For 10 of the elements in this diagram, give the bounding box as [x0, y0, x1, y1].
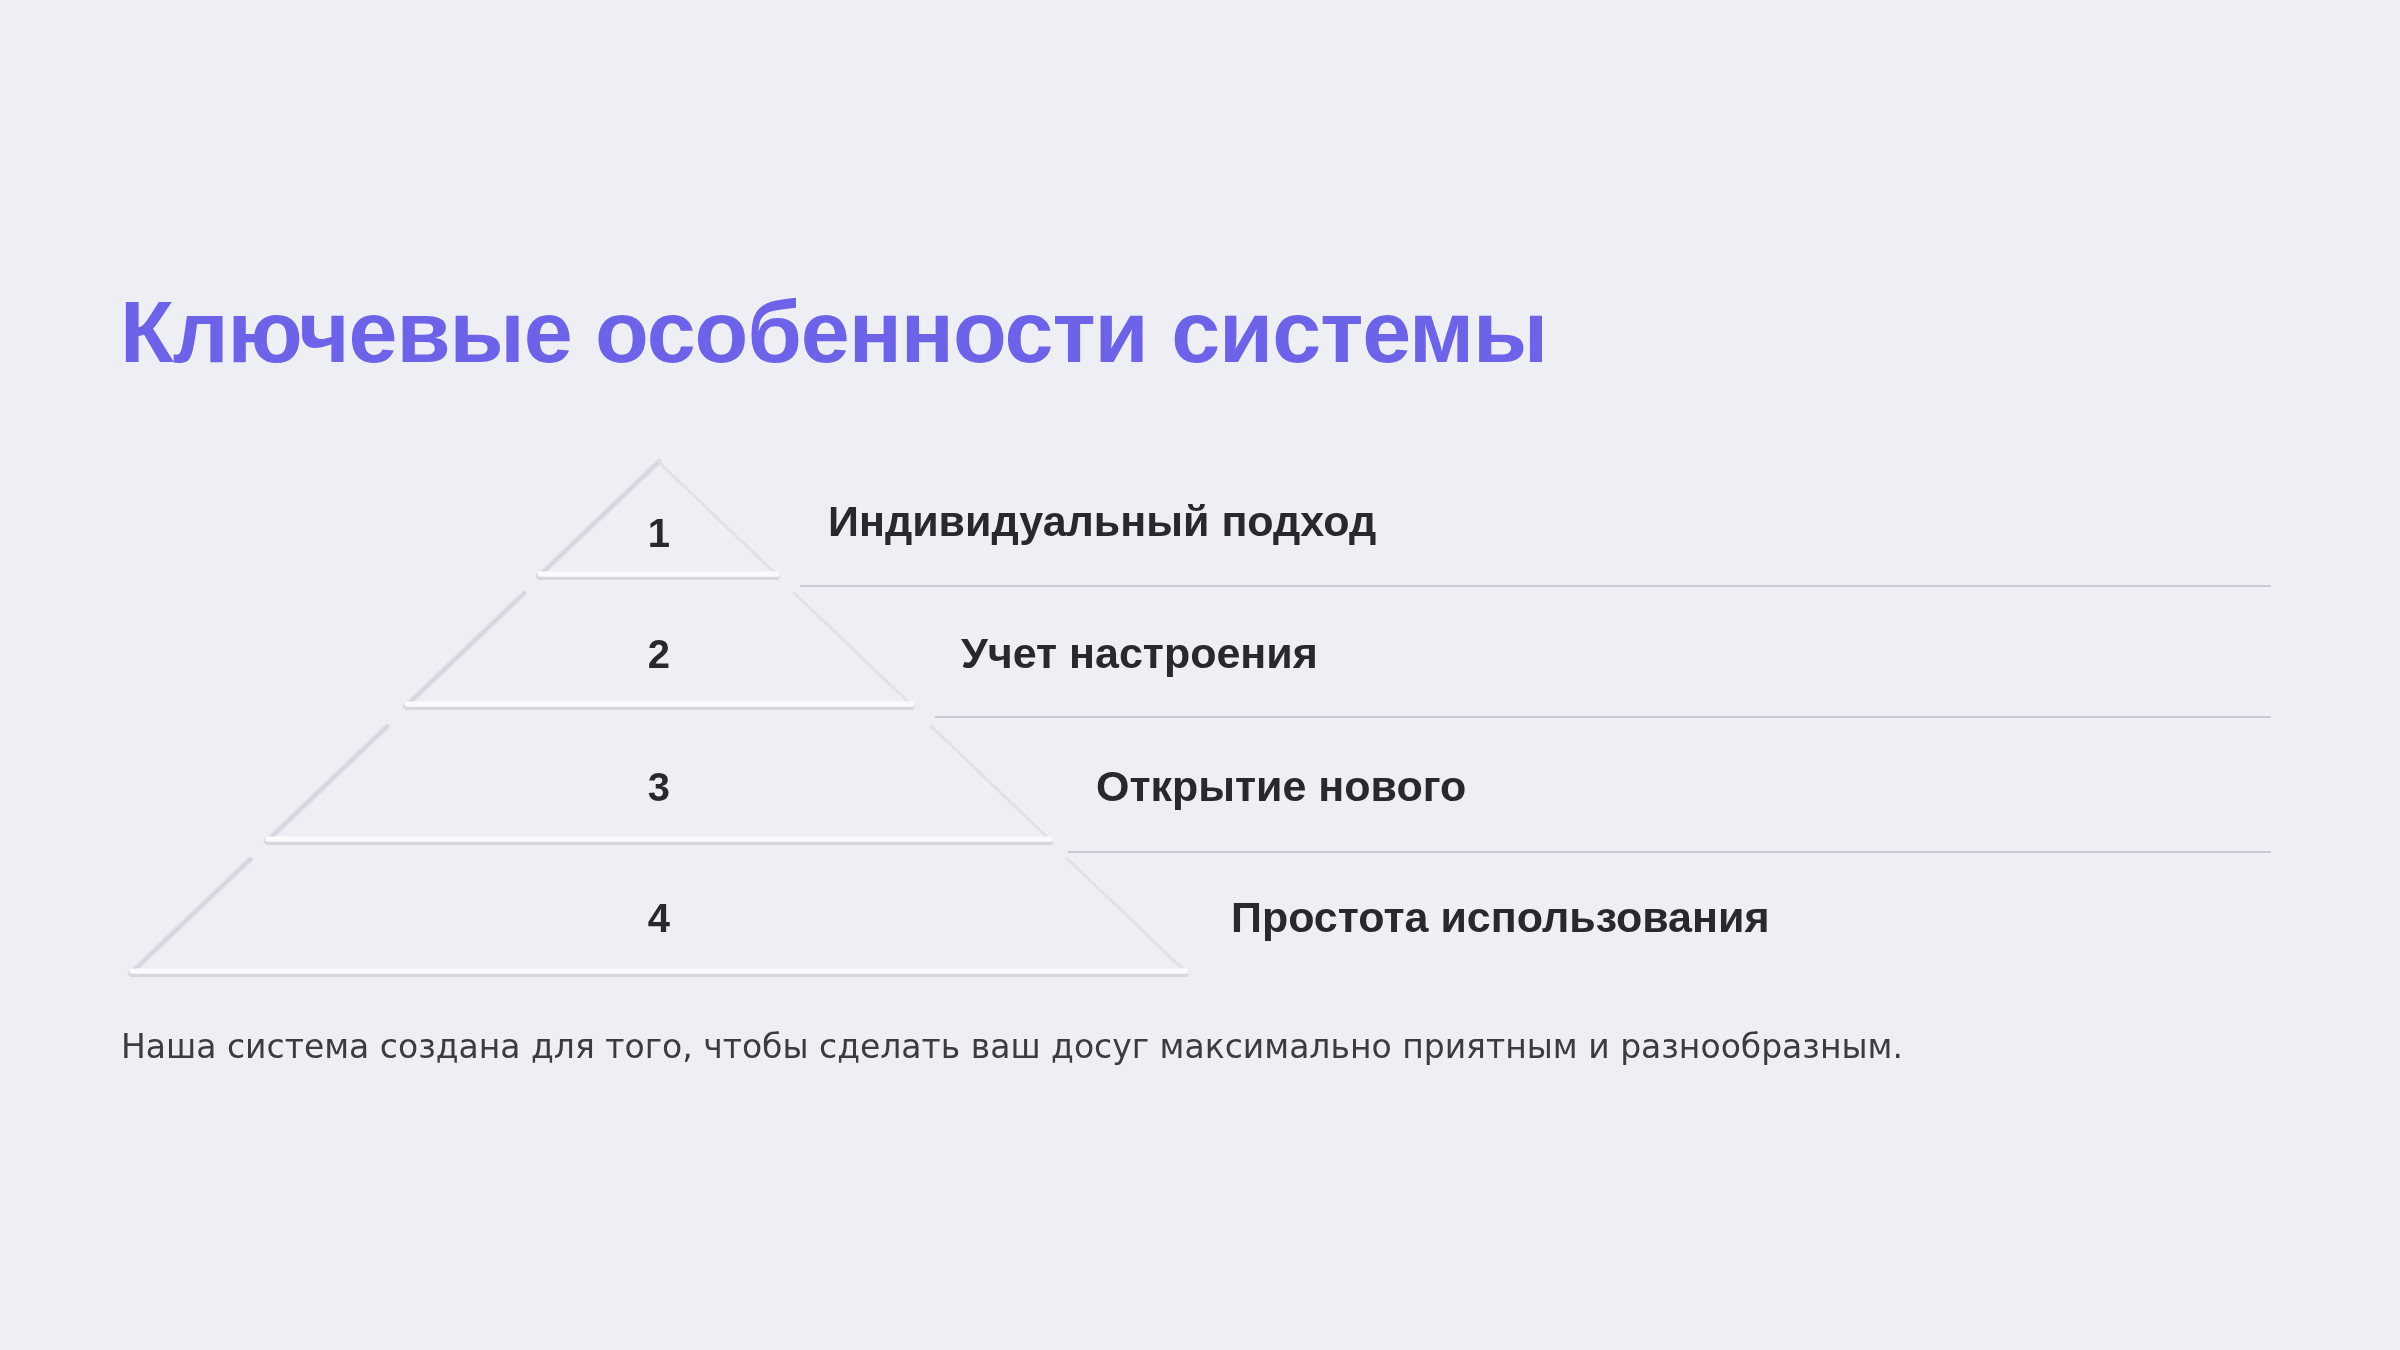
tier-label: Учет настроения: [961, 630, 1318, 678]
slide-title: Ключевые особенности системы: [120, 284, 1548, 381]
tier-label: Простота использования: [1231, 894, 1770, 942]
tier-label: Индивидуальный подход: [828, 498, 1377, 546]
pyramid-tier: 1: [534, 459, 784, 580]
tier-label: Открытие нового: [1096, 763, 1467, 811]
pyramid-tier: 4: [125, 857, 1192, 977]
caption-text: Наша система создана для того, чтобы сделать ваш досуг максимально приятным и разнообразным.: [121, 1027, 1903, 1067]
pyramid-tier: 3: [261, 724, 1057, 845]
pyramid-tier: 2: [400, 591, 918, 710]
